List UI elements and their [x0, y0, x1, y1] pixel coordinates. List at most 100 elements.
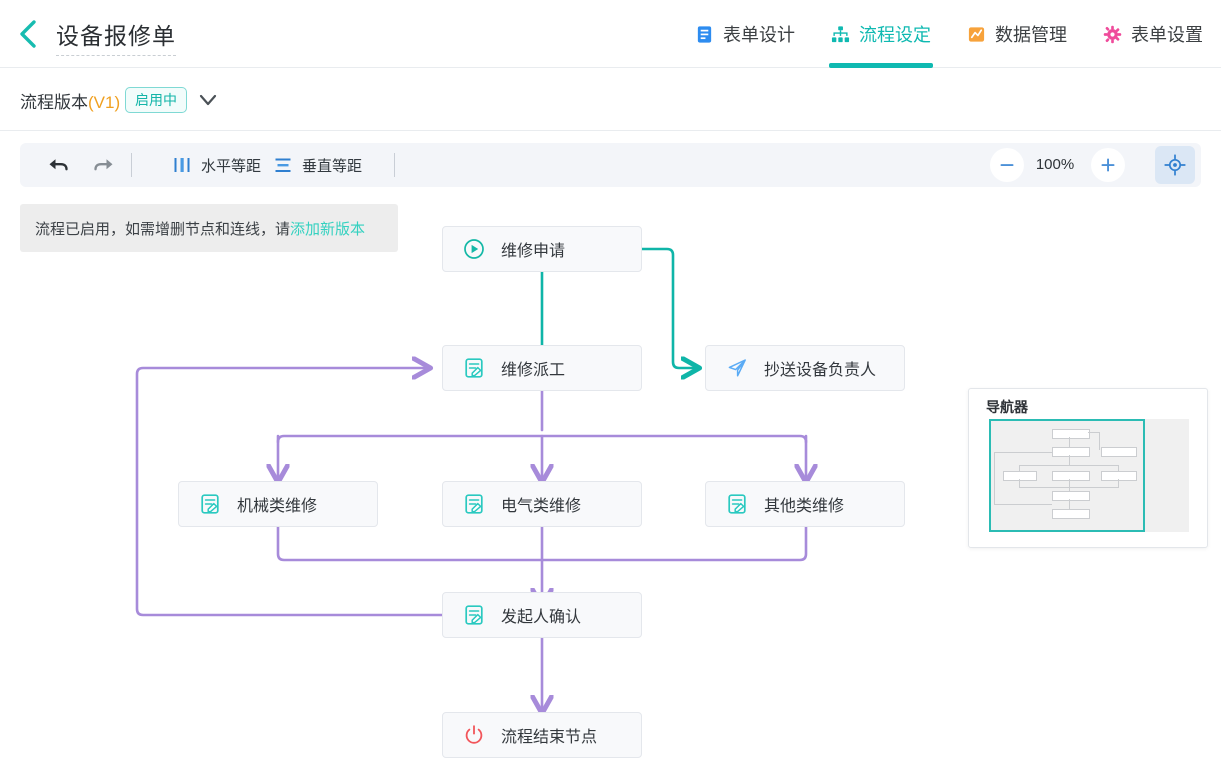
minimap-edge: [1069, 479, 1070, 491]
data-management-icon: [968, 26, 985, 42]
tab-label: 表单设计: [723, 25, 795, 45]
redo-arrow-icon: [94, 159, 113, 171]
paper-plane-icon: [726, 357, 748, 379]
fit-to-view-button[interactable]: [1155, 146, 1195, 184]
tab-label: 数据管理: [995, 25, 1067, 45]
flow-node-start[interactable]: 维修申请: [442, 226, 642, 272]
status-badge: 启用中: [125, 87, 187, 113]
flow-node-label: 维修申请: [501, 243, 566, 260]
minimap-node: [1052, 429, 1090, 439]
version-bar: 流程版本(V1) 启用中: [0, 68, 1221, 131]
minimap-edge: [1069, 437, 1070, 448]
flow-node-label: 流程结束节点: [501, 729, 598, 746]
chevron-left-icon: [20, 20, 36, 48]
minimap-edge: [1069, 455, 1070, 465]
approval-form-icon: [463, 493, 485, 515]
crosshair-target-icon: [1164, 154, 1186, 176]
flow-canvas[interactable]: 流程已启用，如需增删节点和连线，请添加新版本: [0, 190, 1221, 781]
horizontal-distribute-label: 水平等距: [201, 157, 262, 175]
undo-arrow-icon: [49, 159, 68, 171]
flow-node-other[interactable]: 其他类维修: [705, 481, 905, 527]
zoom-level: 100%: [1035, 156, 1075, 173]
play-circle-icon: [463, 238, 485, 260]
edge-start-to-cc: [640, 247, 697, 368]
minimap-node: [1101, 471, 1137, 481]
minimap-edge: [1099, 432, 1100, 450]
form-config-gear-icon: [1103, 25, 1122, 43]
flow-node-label: 维修派工: [501, 362, 566, 379]
navigator-title: 导航器: [986, 399, 1028, 415]
tab-data-management[interactable]: 数据管理: [963, 0, 1071, 68]
form-design-icon: [697, 25, 712, 43]
active-tab-underline: [829, 63, 933, 68]
minimap-edge: [1019, 465, 1119, 466]
tab-form-design[interactable]: 表单设计: [691, 0, 799, 68]
add-new-version-link[interactable]: 添加新版本: [290, 220, 366, 238]
back-button[interactable]: [8, 14, 48, 54]
minimap-node: [1052, 471, 1090, 481]
toolbar-divider: [131, 153, 132, 177]
tab-flow-settings[interactable]: 流程设定: [827, 0, 935, 68]
notice-text: 流程已启用，如需增删节点和连线，请: [35, 220, 291, 238]
tab-form-config[interactable]: 表单设置: [1099, 0, 1207, 68]
minimap-node: [1052, 447, 1090, 457]
canvas-toolbar: 水平等距 垂直等距 100%: [20, 143, 1201, 187]
flow-settings-icon: [831, 25, 850, 42]
zoom-in-button[interactable]: [1091, 148, 1125, 182]
approval-form-icon: [199, 493, 221, 515]
flow-node-label: 抄送设备负责人: [764, 362, 877, 379]
vertical-distribute-button[interactable]: 垂直等距: [273, 154, 362, 176]
flow-node-label: 其他类维修: [764, 498, 845, 515]
flow-node-label: 电气类维修: [501, 498, 582, 515]
app-header: 设备报修单 表单设计: [0, 0, 1221, 68]
flow-node-end[interactable]: 流程结束节点: [442, 712, 642, 758]
flow-edges: [135, 247, 1221, 781]
tab-label: 流程设定: [859, 25, 931, 45]
flow-node-label: 发起人确认: [501, 609, 582, 626]
minimap-edge: [1019, 479, 1020, 487]
navigator-panel[interactable]: 导航器: [968, 388, 1208, 548]
minimap-edge: [1118, 465, 1119, 472]
version-label-text: 流程版本: [20, 93, 88, 112]
flow-enabled-notice: 流程已启用，如需增删节点和连线，请添加新版本: [20, 204, 398, 252]
minus-icon: [1000, 164, 1014, 166]
flow-node-dispatch[interactable]: 维修派工: [442, 345, 642, 391]
minimap-edge: [994, 452, 1052, 453]
minimap-viewport-rect[interactable]: [989, 419, 1145, 532]
approval-form-icon: [726, 493, 748, 515]
vertical-distribute-label: 垂直等距: [302, 157, 363, 175]
minimap-node: [1052, 491, 1090, 501]
vertical-distribute-icon: [275, 158, 291, 172]
minimap-edge: [1019, 465, 1020, 472]
minimap-node: [1101, 447, 1137, 457]
flow-node-label: 机械类维修: [237, 498, 318, 515]
tab-label: 表单设置: [1131, 25, 1203, 45]
version-number: (V1): [88, 93, 121, 112]
flow-node-confirm[interactable]: 发起人确认: [442, 592, 642, 638]
navigator-minimap[interactable]: [989, 419, 1189, 532]
minimap-edge: [1088, 432, 1100, 433]
version-label: 流程版本(V1): [20, 88, 120, 113]
zoom-out-button[interactable]: [990, 148, 1024, 182]
page-title[interactable]: 设备报修单: [56, 17, 176, 56]
redo-button[interactable]: [90, 152, 118, 178]
power-off-icon: [463, 724, 485, 746]
version-dropdown-button[interactable]: [196, 89, 220, 111]
plus-icon: [1101, 158, 1115, 172]
flow-node-electrical[interactable]: 电气类维修: [442, 481, 642, 527]
horizontal-distribute-button[interactable]: 水平等距: [172, 154, 261, 176]
minimap-node: [1052, 509, 1090, 519]
toolbar-divider-2: [394, 153, 395, 177]
flow-node-cc[interactable]: 抄送设备负责人: [705, 345, 905, 391]
approval-form-icon: [463, 357, 485, 379]
chevron-down-icon: [199, 94, 217, 106]
horizontal-distribute-icon: [174, 158, 190, 172]
undo-button[interactable]: [44, 152, 72, 178]
minimap-edge: [1069, 499, 1070, 509]
minimap-edge: [994, 504, 1052, 505]
flow-node-mechanical[interactable]: 机械类维修: [178, 481, 378, 527]
approval-form-icon: [463, 604, 485, 626]
header-tabs: 表单设计 流程设定 数据管理: [691, 0, 1207, 68]
edge-confirm-back-to-dispatch: [135, 368, 444, 617]
